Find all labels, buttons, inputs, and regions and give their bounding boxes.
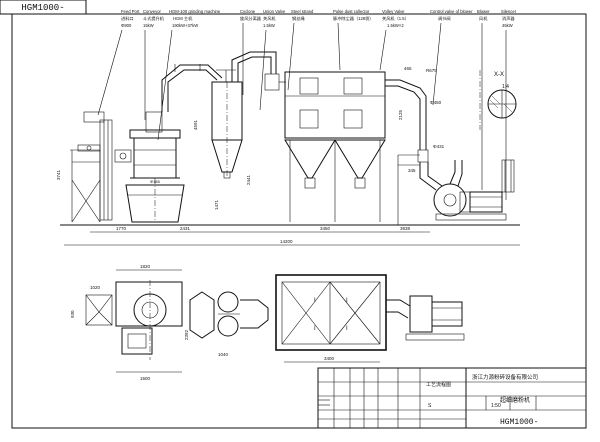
- dim-1020: 1020: [90, 285, 101, 290]
- plan-dust-collector: I I I I: [275, 274, 387, 351]
- dim-phi-185: Φ185: [150, 179, 161, 184]
- title-sheet: S: [428, 403, 432, 409]
- cyclone-to-collector-duct: [231, 51, 286, 91]
- label-volley-valve-spec: 1.5kW×2: [387, 23, 404, 28]
- label-feed-port-spec: Φ800: [121, 23, 132, 28]
- section-label: X-X: [494, 72, 504, 78]
- dim-345: 345: [408, 168, 416, 173]
- label-pulse-collector-cn: 脉冲除尘器（128袋）: [333, 15, 374, 22]
- label-control-valve-en: Control valve of blower: [430, 9, 473, 14]
- dim-r675: R675: [426, 68, 437, 73]
- label-feed-port-cn: 进料口: [121, 15, 134, 22]
- feed-conveyor: [70, 111, 113, 223]
- label-cyclone-cn: 旋风分离器: [240, 15, 262, 22]
- label-conveyor-cn: 斗式提升机: [143, 15, 165, 22]
- dim-1471: 1471: [214, 199, 219, 210]
- cyclone: [211, 69, 243, 179]
- section-detail: X-X 1:4: [479, 70, 517, 130]
- dim-14200: 14200: [280, 239, 293, 244]
- collector-to-blower-duct: [385, 79, 443, 225]
- elevation-view: Φ185: [56, 51, 520, 246]
- label-mill-spec: 190kW+37kW: [172, 23, 198, 28]
- dim-3938: 3938: [400, 226, 411, 231]
- section-ratio: 1:4: [502, 84, 509, 90]
- dim-2431: 2431: [180, 226, 191, 231]
- plan-view: I I I I 1820 1020 930 2392 1040 3400 1: [70, 264, 465, 381]
- label-silencer-spec: 45kW: [502, 23, 513, 28]
- leader-lines: [97, 22, 507, 200]
- dim-3450: 3450: [320, 226, 331, 231]
- revision-ticks: [318, 399, 330, 406]
- title-company: 浙江力源粉碎设备有限公司: [472, 373, 538, 381]
- label-blower-cn: 风机: [479, 15, 488, 22]
- plan-cyclone: [189, 291, 269, 339]
- svg-text:I: I: [314, 326, 316, 332]
- silencer: [501, 159, 515, 193]
- label-conveyor-spec: 15kW: [143, 23, 154, 28]
- title-process-label: 工艺流程图: [426, 381, 451, 388]
- dim-2125: 2125: [398, 109, 403, 120]
- drawing-number: HGM1000-: [21, 3, 64, 13]
- dim-3400: 3400: [324, 356, 335, 361]
- plan-feed: [85, 294, 113, 326]
- label-steel-strand-en: Steel strand: [291, 9, 314, 14]
- plan-mill: [115, 280, 183, 360]
- dim-930: 930: [70, 310, 75, 318]
- svg-text:I: I: [346, 298, 348, 304]
- dim-1500: 1500: [140, 376, 151, 381]
- label-silencer-cn: 消声器: [502, 15, 515, 22]
- title-drawing-no: HGM1000-: [500, 418, 538, 427]
- label-mill-en: HGM-100 grinding machine: [169, 9, 221, 14]
- label-blower-en: Blower: [477, 9, 490, 14]
- title-block: 工艺流程图 浙江力源粉碎设备有限公司 超细磨粉机 S 1:50 HGM1000-: [317, 367, 587, 429]
- dim-phi-450: Φ450: [430, 100, 442, 105]
- title-product: 超细磨粉机: [500, 396, 530, 404]
- label-union-valve-spec: 1.5kW: [263, 23, 275, 28]
- pulse-dust-collector: [284, 71, 386, 222]
- plan-dimensions: 1820 1020 930 2392 1040 3400 1500: [70, 264, 380, 381]
- dim-phi-431: Φ431: [433, 144, 445, 149]
- plan-blower: [386, 295, 465, 341]
- label-control-valve-cn: 调节阀: [438, 15, 451, 22]
- dim-1770: 1770: [116, 226, 127, 231]
- label-conveyor-en: Conveyor: [143, 9, 162, 14]
- svg-text:I: I: [314, 298, 316, 304]
- label-pulse-collector-en: Pulse dust collector: [333, 9, 370, 14]
- dim-4591: 4591: [193, 119, 198, 130]
- elevation-dimensions: 1770 2431 3450 3938 14200 4591 2441 3741…: [56, 66, 520, 246]
- blower: [433, 160, 507, 221]
- title-scale: 1:50: [491, 403, 501, 409]
- dim-465: 465: [404, 66, 412, 71]
- label-union-valve-cn: 关风机: [263, 15, 276, 22]
- dim-1040: 1040: [218, 352, 229, 357]
- dim-2441: 2441: [246, 174, 251, 185]
- label-union-valve-en: Union Valve: [263, 9, 286, 14]
- label-silencer-en: Silencer: [501, 9, 517, 14]
- dim-2392: 2392: [184, 329, 189, 340]
- label-mill-cn: HGM 主机: [173, 15, 193, 22]
- label-volley-valve-cn: 关风机（1.5）: [382, 15, 409, 22]
- label-feed-port-en: Feed Port: [121, 9, 140, 14]
- svg-text:I: I: [346, 326, 348, 332]
- drawing-number-box: HGM1000-: [0, 0, 87, 15]
- mill-to-cyclone-duct: [161, 64, 223, 112]
- dim-3741: 3741: [56, 169, 61, 180]
- label-cyclone-en: Cyclone: [240, 9, 256, 14]
- label-volley-valve-en: Volley Valve: [382, 9, 405, 14]
- grinding-mill: Φ185: [114, 111, 185, 223]
- label-steel-strand-cn: 钢丝绳: [292, 15, 305, 22]
- component-labels: Feed Port 进料口 Φ800 Conveyor 斗式提升机 15kW H…: [121, 9, 517, 28]
- dim-1820: 1820: [140, 264, 151, 269]
